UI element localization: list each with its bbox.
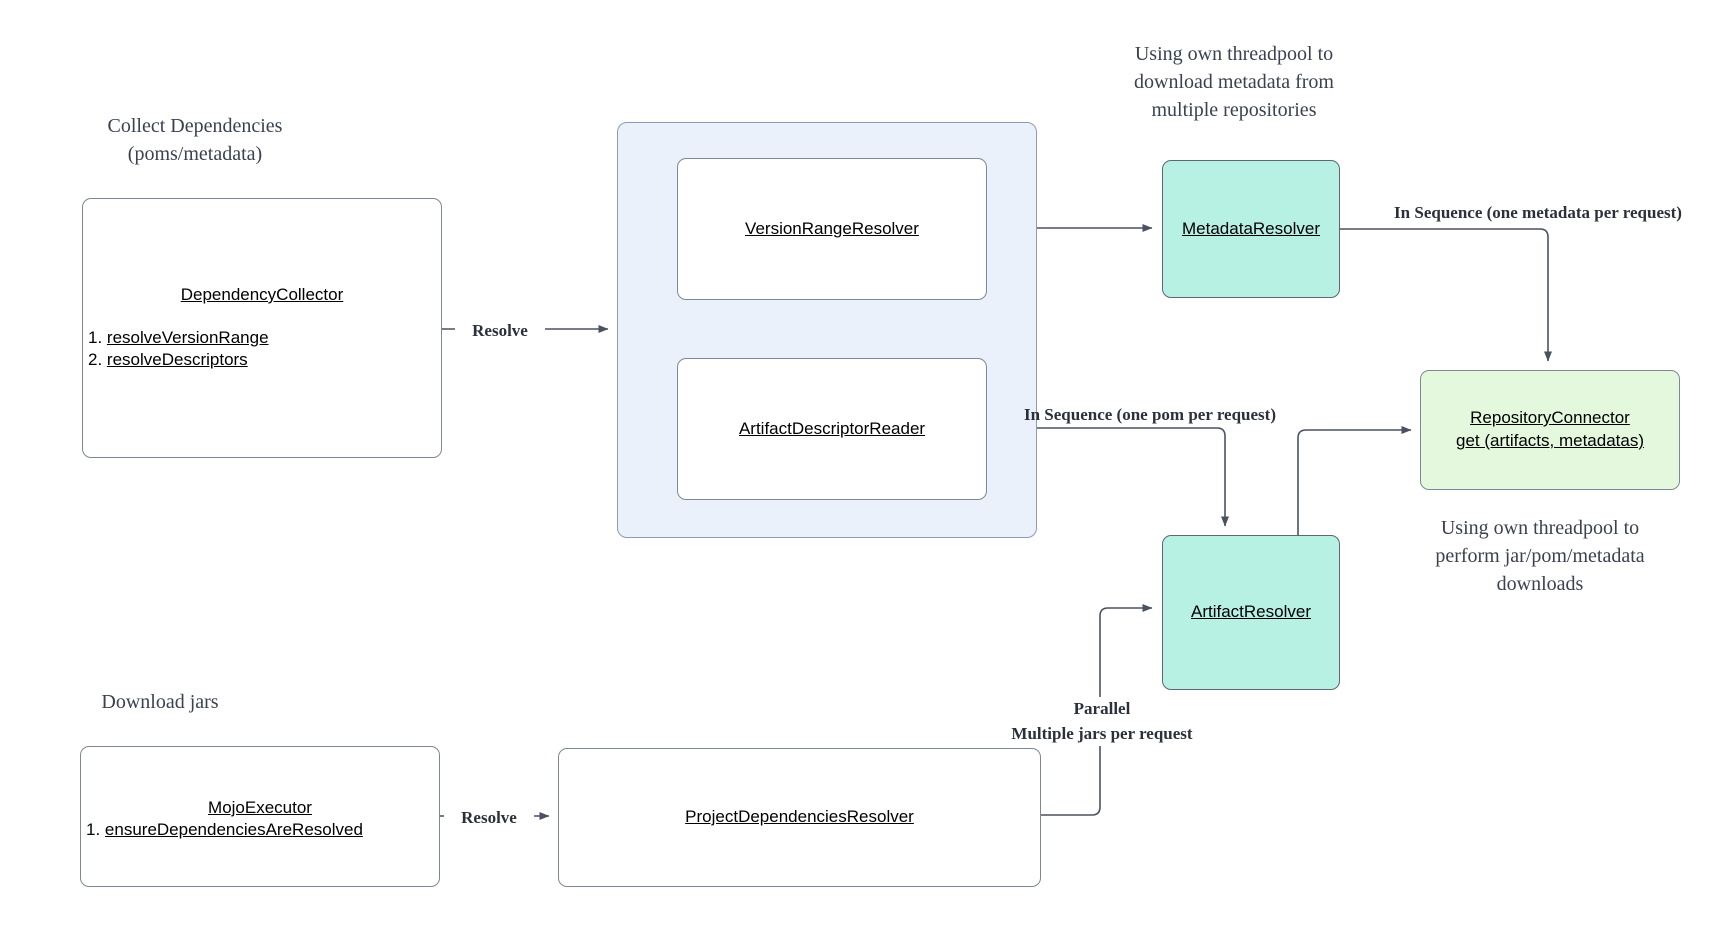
list-item: 1. resolveVersionRange — [88, 328, 269, 347]
node-dependency-collector: DependencyCollector 1. resolveVersionRan… — [82, 198, 442, 458]
edge-label-parallel: Parallel Multiple jars per request — [1002, 697, 1202, 747]
node-mojo-executor: MojoExecutor 1. ensureDependenciesAreRes… — [80, 746, 440, 887]
node-title: ArtifactDescriptorReader — [738, 418, 926, 438]
node-repository-connector: RepositoryConnector get (artifacts, meta… — [1420, 370, 1680, 490]
edge-label-resolve-collect: Resolve — [455, 319, 545, 344]
list-item: 2. resolveDescriptors — [88, 350, 248, 369]
edge-label-in-sequence-metadata: In Sequence (one metadata per request) — [1394, 203, 1682, 222]
edge-artifactresolver-to-repositoryconnector — [1297, 426, 1412, 535]
node-project-dependencies-resolver: ProjectDependenciesResolver — [558, 748, 1041, 887]
edge-label-resolve-download: Resolve — [444, 806, 534, 831]
annotation-download-jars: Download jars — [101, 691, 219, 713]
node-title: DependencyCollector — [180, 285, 344, 304]
list-item: 1. ensureDependenciesAreResolved — [86, 820, 363, 839]
annotation-threadpool-metadata: Using own threadpool to download metadat… — [1134, 43, 1334, 121]
edge-metadataresolver-to-repositoryconnector — [1340, 228, 1552, 362]
node-item-list: 1. resolveVersionRange 2. resolveDescrip… — [88, 327, 269, 371]
node-title: ArtifactResolver — [1191, 602, 1311, 622]
node-version-range-resolver: VersionRangeResolver — [677, 158, 987, 300]
node-item-list: 1. ensureDependenciesAreResolved — [86, 819, 363, 841]
node-metadata-resolver: MetadataResolver — [1162, 160, 1340, 298]
edge-descriptorreader-to-artifactresolver — [987, 427, 1229, 527]
node-title: MojoExecutor — [208, 798, 312, 817]
node-artifact-descriptor-reader: ArtifactDescriptorReader — [677, 358, 987, 500]
node-artifact-resolver: ArtifactResolver — [1162, 535, 1340, 690]
node-title: VersionRangeResolver — [745, 218, 919, 238]
node-title: RepositoryConnector get (artifacts, meta… — [1455, 408, 1645, 450]
annotation-threadpool-downloads: Using own threadpool to perform jar/pom/… — [1435, 517, 1645, 595]
node-title: MetadataResolver — [1182, 218, 1320, 238]
annotation-collect-dependencies: Collect Dependencies (poms/metadata) — [107, 115, 283, 165]
node-title: ProjectDependenciesResolver — [685, 807, 914, 827]
edge-label-in-sequence-pom: In Sequence (one pom per request) — [1023, 405, 1276, 424]
